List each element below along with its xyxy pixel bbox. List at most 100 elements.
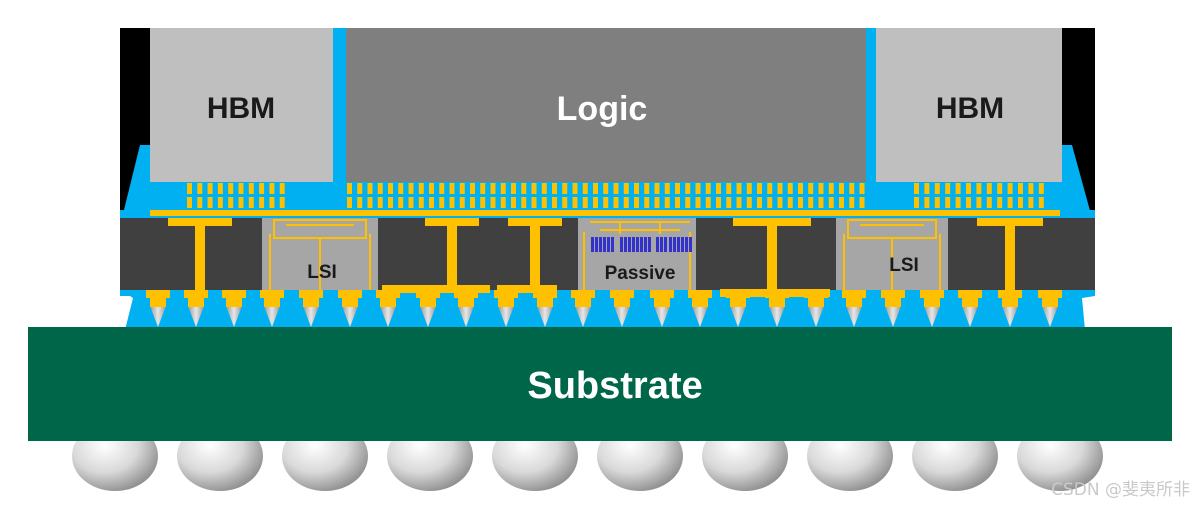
micro-bump <box>521 197 527 208</box>
micro-bump <box>613 197 619 208</box>
c4-pad <box>958 290 982 298</box>
micro-bump <box>849 197 855 208</box>
lsi-left-label: LSI <box>307 262 337 283</box>
through-via <box>447 218 457 290</box>
micro-bump <box>1007 197 1013 208</box>
c4-pillar <box>654 298 670 307</box>
c4-pillar <box>264 298 280 307</box>
micro-bump <box>562 197 568 208</box>
micro-bump <box>279 183 285 194</box>
micro-bump <box>945 183 951 194</box>
micro-bump <box>644 183 650 194</box>
micro-bump <box>388 183 393 194</box>
micro-bump <box>418 183 424 194</box>
c4-pad <box>1038 290 1062 298</box>
micro-bump <box>986 183 992 194</box>
micro-bump <box>818 183 824 194</box>
interposer-block <box>120 218 262 290</box>
micro-bump <box>914 183 919 194</box>
passive-cell <box>656 237 659 252</box>
micro-bump <box>259 183 265 194</box>
c4-bump <box>303 306 319 327</box>
through-via <box>195 218 205 290</box>
micro-bump <box>966 183 971 194</box>
micro-bump <box>1007 183 1013 194</box>
c4-bump <box>1002 306 1018 327</box>
micro-bump <box>1018 197 1023 208</box>
micro-bump <box>449 197 455 208</box>
passive-cell <box>640 237 643 252</box>
micro-bump <box>259 197 265 208</box>
c4-bump <box>420 306 436 327</box>
micro-bump <box>279 197 285 208</box>
hbm-die-left <box>150 28 333 182</box>
passive-cell <box>599 237 602 252</box>
interposer-block <box>696 218 836 290</box>
redistribution-pads <box>150 210 1060 216</box>
micro-bump <box>228 183 234 194</box>
c4-pad <box>998 290 1022 298</box>
micro-bump <box>1018 183 1023 194</box>
c4-bump <box>962 306 978 327</box>
micro-bump <box>377 197 383 208</box>
c4-bump <box>498 306 514 327</box>
c4-pad <box>146 290 170 298</box>
micro-bump <box>197 183 203 194</box>
c4-bump <box>458 306 474 327</box>
via-plate <box>497 285 557 293</box>
c4-pillar <box>769 298 785 307</box>
c4-pillar <box>303 298 319 307</box>
c4-pillar <box>342 298 358 307</box>
c4-pad <box>765 290 789 298</box>
micro-bump <box>541 183 547 194</box>
micro-bump <box>398 183 404 194</box>
c4-pad <box>726 290 750 298</box>
passive-label: Passive <box>605 263 676 284</box>
micro-bump <box>500 183 506 194</box>
passive-cell <box>664 237 667 252</box>
passive-cell <box>603 237 606 252</box>
passive-cell <box>660 237 663 252</box>
micro-bump <box>976 183 982 194</box>
c4-bump <box>342 306 358 327</box>
micro-bump <box>217 183 223 194</box>
passive-cell <box>628 237 631 252</box>
c4-pillar <box>188 298 204 307</box>
bridge-trace <box>847 219 937 239</box>
passive-cell <box>685 237 688 252</box>
c4-pillar <box>226 298 242 307</box>
micro-bump <box>664 197 670 208</box>
micro-bump <box>654 183 660 194</box>
micro-bump <box>685 183 691 194</box>
interposer-block <box>948 218 1095 290</box>
micro-bump <box>269 197 275 208</box>
micro-bump <box>685 197 691 208</box>
micro-bump <box>248 197 254 208</box>
lsi-right-label: LSI <box>889 255 919 276</box>
micro-bump <box>787 183 793 194</box>
micro-bump <box>849 183 855 194</box>
micro-bump <box>582 197 588 208</box>
c4-bump <box>188 306 204 327</box>
micro-bump-array <box>120 183 1095 218</box>
micro-bump <box>757 197 762 208</box>
c4-pad <box>416 290 440 298</box>
c4-bump <box>692 306 708 327</box>
passive-cell <box>620 237 623 252</box>
micro-bump <box>664 183 670 194</box>
micro-bump <box>357 183 363 194</box>
c4-bump <box>537 306 553 327</box>
micro-bump <box>828 183 834 194</box>
micro-bump <box>675 183 680 194</box>
c4-pad <box>184 290 208 298</box>
micro-bump <box>634 197 639 208</box>
micro-bump <box>955 183 961 194</box>
micro-bump <box>269 183 275 194</box>
micro-bump <box>511 183 516 194</box>
micro-bump <box>500 197 506 208</box>
micro-bump <box>347 197 352 208</box>
c4-pad <box>376 290 400 298</box>
c4-pad <box>650 290 674 298</box>
micro-bump <box>716 197 721 208</box>
micro-bump <box>521 183 527 194</box>
